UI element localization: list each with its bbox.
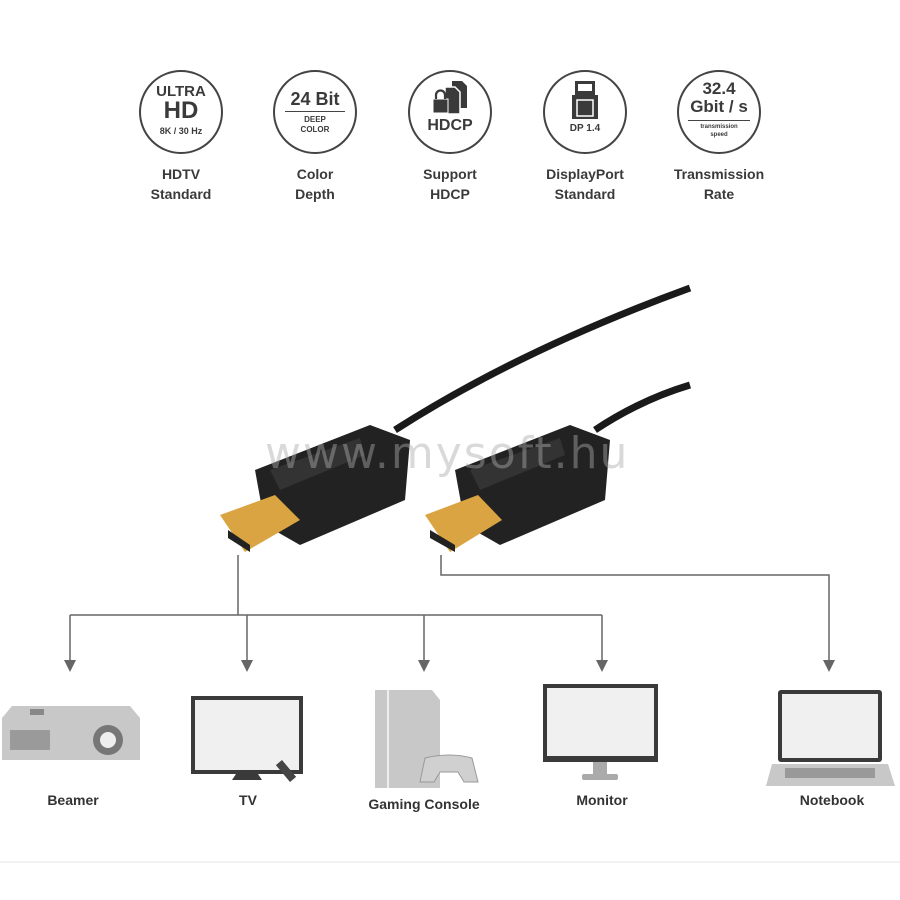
displayport-badge: DP 1.4	[543, 70, 627, 154]
badge-text: Gbit / s	[690, 97, 748, 116]
device-label-monitor: Monitor	[576, 792, 628, 808]
displayport-connector-right	[425, 425, 610, 552]
device-label-gaming-console: Gaming Console	[368, 796, 480, 812]
badge-text: DP 1.4	[569, 123, 601, 134]
monitor-icon	[543, 684, 658, 780]
badge-text: transmission	[700, 124, 738, 130]
lock-documents-icon	[432, 81, 467, 115]
notebook-icon	[766, 690, 895, 786]
tv-icon	[191, 696, 303, 782]
badge-text: 8K / 30 Hz	[159, 126, 203, 136]
badge-text: COLOR	[300, 125, 330, 134]
color-depth-badge: 24 Bit DEEP COLOR	[273, 70, 357, 154]
displayport-connector-icon	[572, 81, 598, 119]
badge-text: HD	[163, 97, 199, 124]
displayport-connector-left	[220, 425, 410, 552]
badge-text: ULTRA	[156, 83, 206, 100]
cable	[593, 381, 692, 433]
watermark: www.mysoft.hu	[265, 428, 630, 479]
transmission-rate-badge: 32.4 Gbit / s transmission speed	[677, 70, 761, 154]
badge-text: speed	[710, 132, 728, 138]
badge-text: HDCP	[427, 117, 473, 134]
badge-text: 24 Bit	[290, 89, 340, 109]
badge-text: 32.4	[702, 79, 736, 98]
device-label-beamer: Beamer	[47, 792, 99, 808]
device-label-tv: TV	[239, 792, 257, 808]
ultra-hd-badge: ULTRA HD 8K / 30 Hz	[139, 70, 223, 154]
gaming-console-icon	[375, 690, 479, 788]
cable	[393, 284, 692, 433]
connection-lines	[64, 555, 835, 672]
badge-text: DEEP	[304, 115, 326, 124]
beamer-icon	[2, 706, 140, 760]
hdcp-badge: HDCP	[408, 70, 492, 154]
device-label-notebook: Notebook	[799, 792, 865, 808]
